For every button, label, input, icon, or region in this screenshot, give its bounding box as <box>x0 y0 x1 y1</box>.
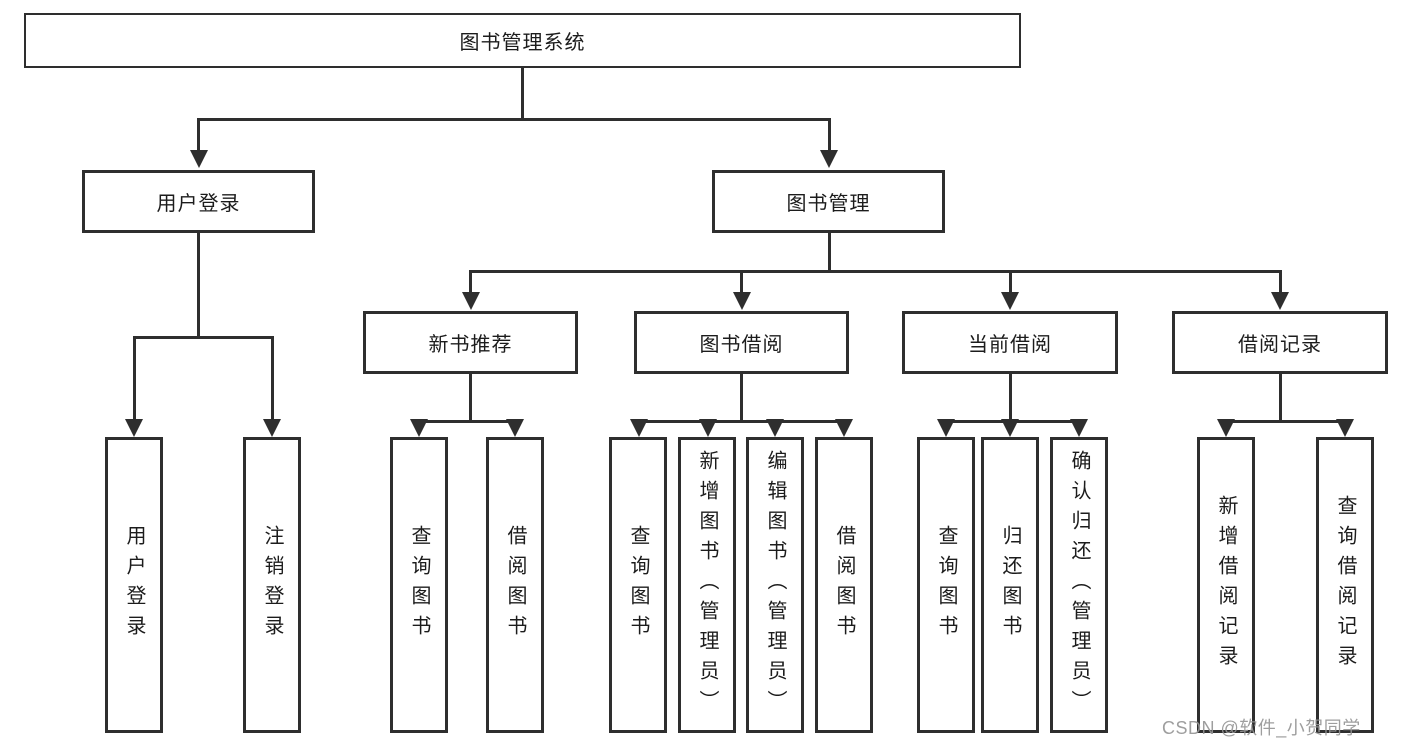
leaf-add-book-admin: 新增图书（管理员） <box>678 437 736 733</box>
leaf-query-books-borrow: 查询图书 <box>609 437 667 733</box>
node-book-management: 图书管理 <box>712 170 945 233</box>
arrow-down-icon <box>1001 419 1019 437</box>
arrow-down-icon <box>189 150 208 168</box>
node-library-system: 图书管理系统 <box>24 13 1021 68</box>
node-book-borrow: 图书借阅 <box>634 311 849 374</box>
connector-root-bar <box>197 118 831 121</box>
leaf-query-books-recommend-label: 查询图书 <box>408 525 430 645</box>
leaf-return-books-label: 归还图书 <box>999 525 1021 645</box>
leaf-add-borrow-record: 新增借阅记录 <box>1197 437 1255 733</box>
arrow-down-icon <box>505 419 524 437</box>
node-new-book-recommend: 新书推荐 <box>363 311 578 374</box>
leaf-query-books-recommend: 查询图书 <box>390 437 448 733</box>
connector-book-borrow-bar <box>637 420 845 423</box>
node-current-borrow: 当前借阅 <box>902 311 1118 374</box>
connector-new-book-stem <box>469 374 472 422</box>
leaf-user-login: 用户登录 <box>105 437 163 733</box>
node-current-borrow-label: 当前借阅 <box>968 334 1052 356</box>
arrow-down-icon <box>263 419 281 437</box>
connector-book-borrow-stem <box>740 374 743 422</box>
connector-book-mgmt-bar <box>469 270 1281 273</box>
arrow-down-icon <box>410 419 428 437</box>
node-borrow-records-label: 借阅记录 <box>1238 334 1322 356</box>
node-book-borrow-label: 图书借阅 <box>699 334 784 356</box>
node-borrow-records: 借阅记录 <box>1172 311 1388 374</box>
node-user-login-label: 用户登录 <box>156 193 241 215</box>
node-user-login: 用户登录 <box>82 170 315 233</box>
connector-drop-user-login <box>197 118 200 152</box>
connector-drop-leaf-logout <box>270 336 274 421</box>
leaf-confirm-return-admin: 确认归还（管理员） <box>1050 437 1108 733</box>
connector-borrow-records-bar <box>1224 420 1347 423</box>
leaf-query-borrow-record-label: 查询借阅记录 <box>1334 495 1356 675</box>
connector-drop-leaf-user-login <box>132 336 136 421</box>
leaf-logout-label: 注销登录 <box>261 525 283 645</box>
arrow-down-icon <box>1271 292 1289 310</box>
arrow-down-icon <box>461 292 480 310</box>
arrow-down-icon <box>1001 292 1019 310</box>
arrow-down-icon <box>698 419 717 437</box>
leaf-edit-book-admin-label: 编辑图书（管理员） <box>764 450 786 720</box>
arrow-down-icon <box>732 292 751 310</box>
connector-user-login-bar <box>132 336 274 339</box>
arrow-down-icon <box>1070 419 1088 437</box>
leaf-borrow-books-recommend: 借阅图书 <box>486 437 544 733</box>
connector-book-mgmt-stem <box>827 233 831 272</box>
leaf-logout: 注销登录 <box>243 437 301 733</box>
node-new-book-recommend-label: 新书推荐 <box>428 334 513 356</box>
leaf-borrow-books-recommend-label: 借阅图书 <box>504 525 526 645</box>
arrow-down-icon <box>629 419 648 437</box>
arrow-down-icon <box>835 419 853 437</box>
leaf-query-books-current-label: 查询图书 <box>935 525 957 645</box>
arrow-down-icon <box>820 150 838 168</box>
node-book-management-label: 图书管理 <box>786 193 871 215</box>
connector-drop-book-mgmt <box>827 118 831 152</box>
leaf-return-books: 归还图书 <box>981 437 1039 733</box>
csdn-watermark: CSDN @软件_小贺同学 <box>1162 718 1361 738</box>
connector-drop-book-borrow <box>740 270 743 294</box>
leaf-add-borrow-record-label: 新增借阅记录 <box>1215 495 1237 675</box>
connector-root-stem <box>520 68 524 120</box>
leaf-add-book-admin-label: 新增图书（管理员） <box>696 450 718 720</box>
leaf-confirm-return-admin-label: 确认归还（管理员） <box>1068 450 1090 720</box>
leaf-user-login-label: 用户登录 <box>123 525 145 645</box>
leaf-edit-book-admin: 编辑图书（管理员） <box>746 437 804 733</box>
connector-drop-borrow-records <box>1278 270 1282 294</box>
leaf-query-borrow-record: 查询借阅记录 <box>1316 437 1374 733</box>
connector-user-login-stem <box>197 233 200 338</box>
connector-drop-new-book <box>469 270 472 294</box>
arrow-down-icon <box>1217 419 1235 437</box>
arrow-down-icon <box>1335 419 1354 437</box>
leaf-query-books-borrow-label: 查询图书 <box>627 525 649 645</box>
leaf-query-books-current: 查询图书 <box>917 437 975 733</box>
connector-borrow-records-stem <box>1278 374 1282 422</box>
leaf-borrow-books-label: 借阅图书 <box>833 525 855 645</box>
connector-drop-current-borrow <box>1008 270 1012 294</box>
arrow-down-icon <box>937 419 955 437</box>
connector-new-book-bar <box>417 420 516 423</box>
leaf-borrow-books: 借阅图书 <box>815 437 873 733</box>
arrow-down-icon <box>125 419 143 437</box>
node-library-system-label: 图书管理系统 <box>459 32 586 54</box>
arrow-down-icon <box>766 419 784 437</box>
connector-current-borrow-stem <box>1008 374 1012 422</box>
